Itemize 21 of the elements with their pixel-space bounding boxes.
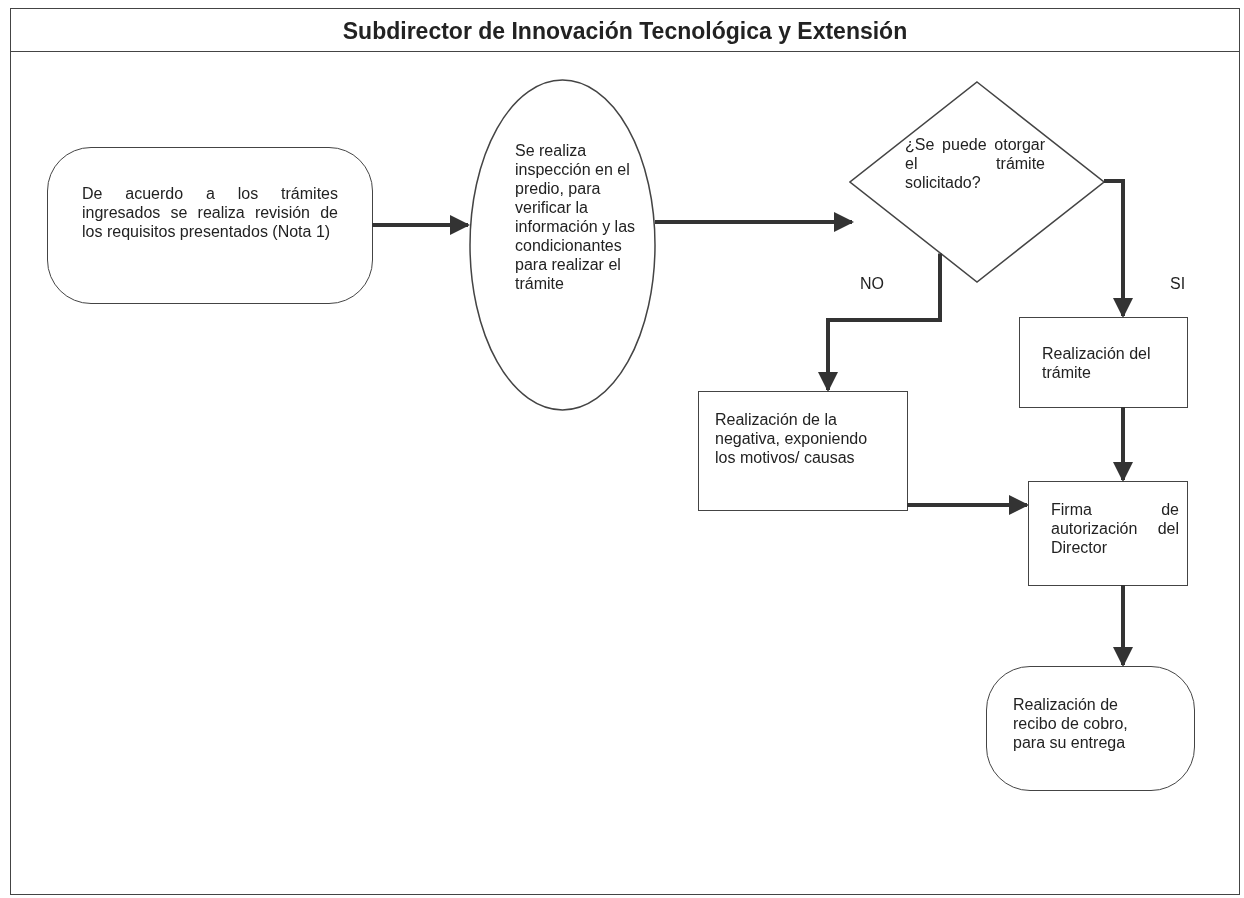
process-box — [1028, 481, 1188, 586]
process-box — [698, 391, 908, 511]
node-text: De acuerdo a los trámites ingresados se realiza revisión de los requisitos presentados (Nota 1) — [82, 184, 338, 241]
arrow — [1113, 585, 1133, 667]
swimlane — [10, 8, 1240, 895]
arrow — [655, 212, 854, 232]
arrow — [907, 495, 1029, 515]
arrow — [818, 253, 942, 392]
node-text: Firma de autorización del Director — [1051, 500, 1179, 557]
rounded-process-box — [986, 666, 1195, 791]
node-text: Realización del trámite — [1042, 344, 1152, 382]
arrow — [1113, 407, 1133, 482]
node-text: Realización de recibo de cobro, para su entrega — [1013, 695, 1129, 752]
lane-title: Subdirector de Innovación Tecnológica y Extensión — [341, 18, 909, 44]
rounded-process-box — [47, 147, 373, 304]
process-box — [1019, 317, 1188, 408]
node-text: Se realiza inspección en el predio, para verificar la información y las condicionantes para realizar el trámite — [515, 141, 637, 293]
arrow — [1104, 179, 1133, 318]
node-text: ¿Se puede otorgar el trámite solicitado? — [905, 135, 1045, 192]
arrow — [372, 215, 470, 235]
node-text: Realización de la negativa, exponiendo los motivos/ causas — [715, 410, 869, 467]
